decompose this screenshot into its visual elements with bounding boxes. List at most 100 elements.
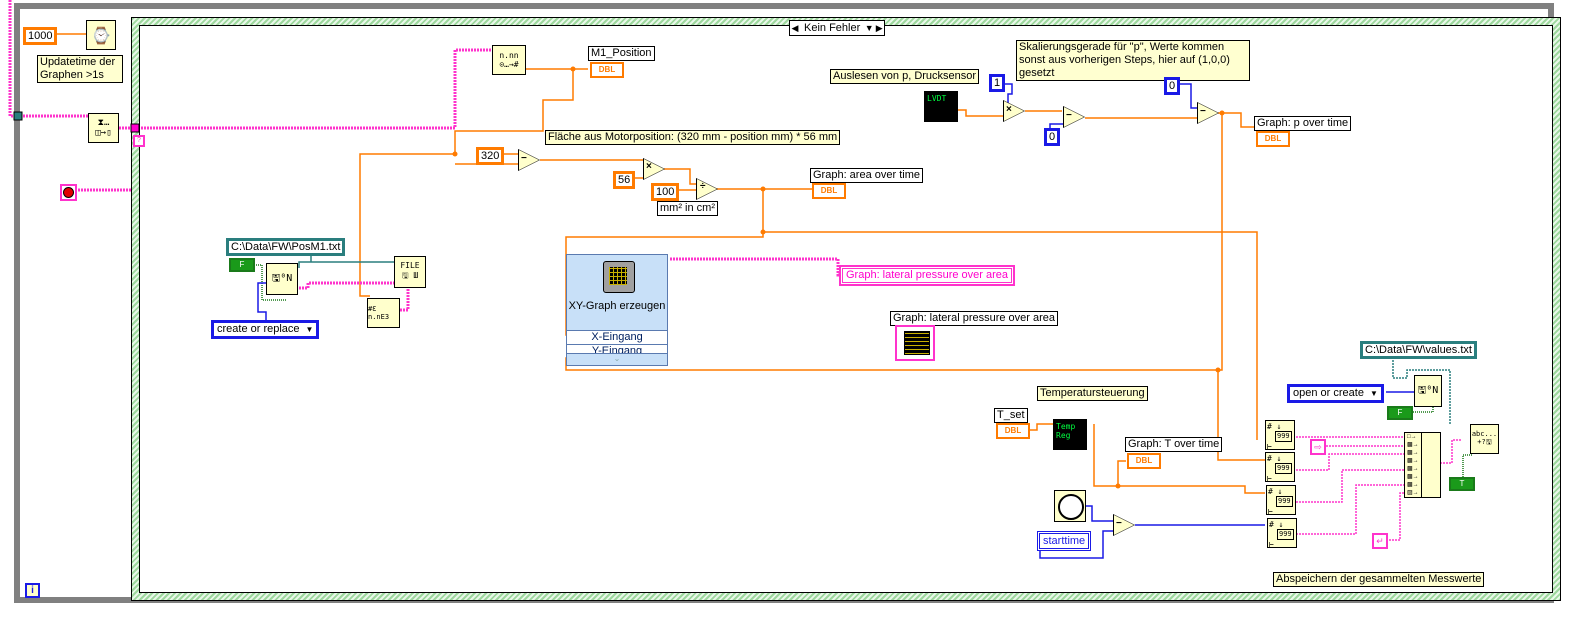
clock-wire — [1086, 505, 1113, 522]
dropdown-arrow-icon[interactable]: ▼ — [864, 23, 874, 33]
concatenate-strings-node[interactable]: □→▩→▩→▩→ ▩→▩→▩→▨→ — [1404, 432, 1441, 498]
wait-ms-watch-icon[interactable]: ⌚ — [86, 20, 116, 50]
subtract-symbol: − — [521, 153, 527, 164]
tempreg-out — [1093, 424, 1265, 494]
path-values-wire — [1392, 354, 1451, 425]
area-graph-indicator[interactable]: DBL — [812, 183, 846, 199]
divide-symbol: ÷ — [700, 181, 706, 192]
number-to-string-node-4[interactable]: # ↓999⊢ — [1267, 518, 1297, 549]
open-file-node-2[interactable]: 🖫⁰N — [1414, 375, 1442, 407]
multiply-node-p[interactable] — [1003, 100, 1025, 122]
number-to-string-node-3[interactable]: # ↓999⊢ — [1266, 485, 1296, 516]
unit-note-label: mm² in cm² — [657, 201, 718, 216]
starttime-local-variable[interactable]: starttime — [1037, 531, 1092, 551]
subtract-node[interactable] — [518, 149, 540, 171]
subtract-node-p[interactable] — [1063, 106, 1085, 128]
enum-wire-1 — [257, 282, 267, 320]
p-graph-indicator[interactable]: DBL — [1256, 131, 1290, 147]
open-file-node[interactable]: 🖫⁰N — [266, 263, 298, 295]
lateral-pressure-wire-indicator[interactable]: Graph: lateral pressure over area — [839, 265, 1016, 286]
number-to-string-node[interactable]: #Ɛ n.nE3 — [367, 298, 400, 328]
numconv-label: 999 — [1275, 431, 1292, 442]
bool-constant-true[interactable]: T — [1449, 477, 1475, 491]
x-input-terminal[interactable]: X-Eingang — [567, 330, 667, 344]
wire-junction — [570, 66, 576, 72]
open-mode-enum[interactable]: create or replace ▼ — [211, 320, 320, 339]
wire-junction — [760, 186, 766, 192]
str-wire-5 — [1296, 484, 1404, 535]
tick-count-clock-icon[interactable] — [1054, 490, 1086, 522]
p-to-numconv — [1217, 370, 1265, 461]
tab-constant-icon[interactable]: ⇨ — [1310, 439, 1326, 455]
t-graph-indicator[interactable]: DBL — [1127, 453, 1161, 469]
open-mode-value: open or create — [1293, 387, 1364, 399]
scale-constant-0a[interactable]: 0 — [1044, 128, 1061, 146]
path-constant-values[interactable]: C:\Data\FW\values.txt — [1360, 341, 1477, 359]
numconv-label: 999 — [1275, 463, 1292, 474]
constant-100[interactable]: 100 — [651, 183, 680, 201]
format-number-node[interactable]: n.nn⊙…→# — [492, 45, 526, 75]
pressure-read-note: Auslesen von p, Drucksensor — [830, 69, 980, 84]
lvdt-subvi[interactable]: LVDT — [924, 91, 958, 122]
multiply-node[interactable] — [643, 158, 665, 180]
xy-graph-express-vi[interactable]: XY-Graph erzeugen X-Eingang Y-Eingang ⌄ — [566, 254, 668, 366]
path-constant-posm1[interactable]: C:\Data\FW\PosM1.txt — [226, 238, 346, 256]
xy-graph-indicator-icon[interactable] — [895, 325, 935, 361]
subtract-symbol: − — [1116, 518, 1122, 529]
lvdt-wire — [958, 109, 1003, 117]
stop-button-icon[interactable] — [60, 184, 77, 201]
dropdown-arrow-icon[interactable]: ▼ — [305, 325, 314, 334]
starttime-wire — [1039, 530, 1113, 559]
express-title: XY-Graph erzeugen — [568, 300, 666, 312]
constant-56[interactable]: 56 — [613, 171, 636, 189]
scale-constant-0b[interactable]: 0 — [1164, 77, 1181, 95]
format-label: n.nn — [499, 51, 519, 60]
t-set-control[interactable]: DBL — [996, 423, 1030, 439]
case-tunnel-error — [130, 123, 140, 133]
expand-chevron-icon[interactable]: ⌄ — [567, 353, 667, 365]
open-mode-value: create or replace — [217, 323, 300, 335]
subtract-symbol: − — [1066, 110, 1072, 121]
str-wire-3 — [1296, 453, 1404, 471]
position-branch — [359, 69, 574, 297]
subtract-node-time[interactable] — [1113, 514, 1135, 536]
open-mode-enum-2[interactable]: open or create ▼ — [1287, 384, 1384, 403]
case-selector[interactable]: ◀ Kein Fehler ▼ ▶ — [789, 20, 886, 36]
eol-constant-icon[interactable]: ↵ — [1372, 533, 1388, 549]
area-formula-note: Fläche aus Motorposition: (320 mm - posi… — [545, 130, 841, 145]
dropdown-arrow-icon[interactable]: ▼ — [1369, 389, 1378, 398]
bool-constant-false[interactable]: F — [229, 258, 255, 272]
triangle-left-icon[interactable]: ◀ — [791, 22, 799, 33]
tset-wire — [1028, 423, 1053, 431]
subtract-node-p2[interactable] — [1197, 102, 1219, 124]
info-icon[interactable]: i — [25, 583, 40, 598]
file-label: FILE — [400, 260, 420, 270]
m1-position-indicator[interactable]: DBL — [590, 62, 624, 78]
number-to-string-node-1[interactable]: # ↓999⊢ — [1265, 420, 1295, 451]
divide-node[interactable] — [696, 178, 718, 200]
shift-register-tunnel — [13, 111, 23, 121]
temp-reg-subvi[interactable]: Temp Reg — [1053, 419, 1087, 450]
write-file-node[interactable]: FILE🖫 Ш — [394, 256, 426, 288]
write-text-file-node[interactable]: abc...+?🖫 — [1470, 424, 1499, 454]
p-graph-label: Graph: p over time — [1254, 116, 1352, 131]
triangle-right-icon[interactable]: ▶ — [875, 22, 883, 33]
save-values-note: Abspeichern der gesammelten Messwerte — [1273, 572, 1485, 587]
wire-junction — [452, 151, 458, 157]
scale-constant-1[interactable]: 1 — [989, 74, 1006, 92]
case-selector-terminal[interactable]: ? — [133, 135, 145, 147]
t-set-label: T_set — [994, 408, 1028, 423]
constant-320[interactable]: 320 — [476, 147, 505, 165]
temperature-control-note: Temperatursteuerung — [1037, 386, 1148, 401]
wait-ms-constant[interactable]: 1000 — [23, 27, 58, 45]
subtract-symbol: − — [1200, 106, 1206, 117]
error-wire-case — [119, 48, 492, 130]
unbundle-status-icon[interactable]: ⧗…◫→▯ — [88, 113, 119, 143]
bool-constant-false-2[interactable]: F — [1387, 406, 1413, 420]
m1-position-label: M1_Position — [588, 46, 655, 61]
p-out — [1218, 112, 1256, 128]
number-to-string-node-2[interactable]: # ↓999⊢ — [1265, 452, 1295, 483]
refnum-wire — [296, 281, 420, 290]
scale0b-wire — [1180, 83, 1197, 109]
wire-junction — [1215, 367, 1221, 373]
